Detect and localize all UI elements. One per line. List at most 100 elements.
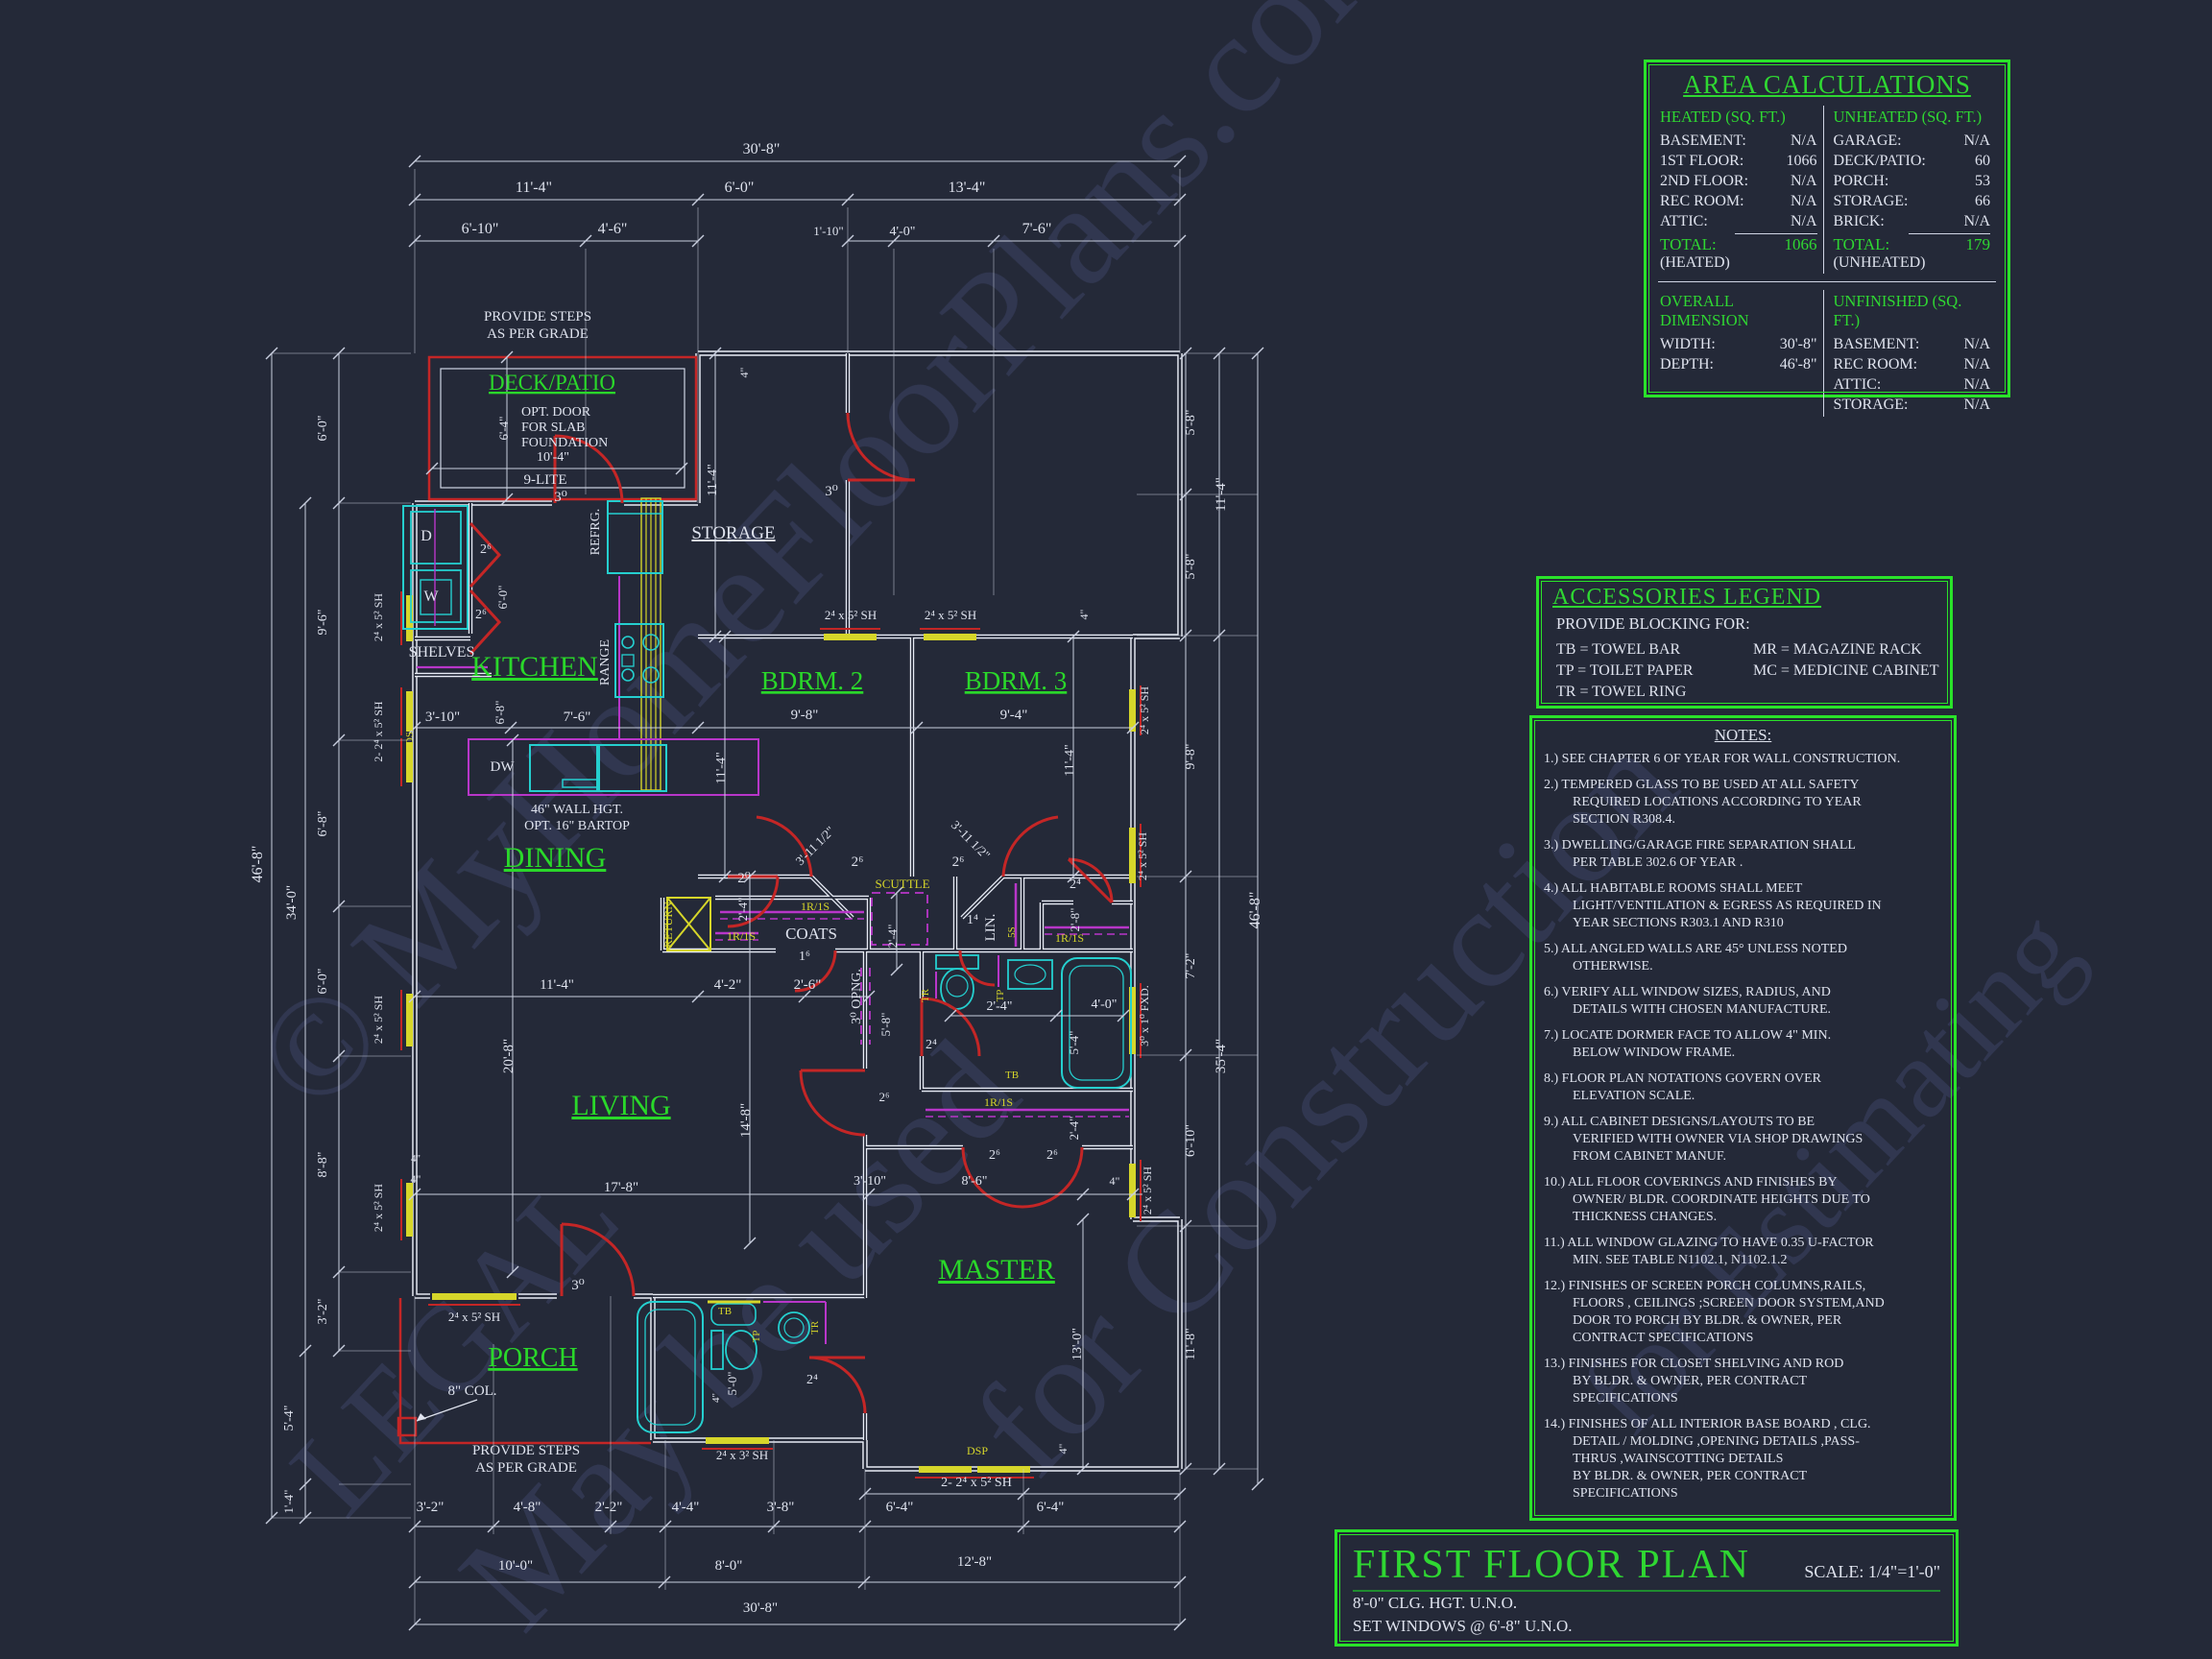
plan-annotation: 1R/1S [801,900,830,913]
plan-annotation: 3'-10" [854,1174,886,1189]
plan-annotation: 4" [710,1393,722,1403]
heated-total-value: 1066 [1784,235,1817,253]
table-row: ATTIC:N/A [1660,213,1817,229]
plan-annotation: 6'-4" [1037,1500,1065,1515]
plan-annotation: W [423,589,439,605]
unfinished-header: UNFINISHED (SQ. FT.) [1833,292,1962,329]
plan-annotation: 4'-4" [672,1500,700,1515]
room-label: PORCH [488,1343,577,1373]
window-set-note: SET WINDOWS @ 6'-8" U.N.O. [1353,1617,1573,1635]
plan-annotation: TP [995,990,1006,1002]
note-item: 13.) FINISHES FOR CLOSET SHELVING AND RO… [1544,1357,1844,1406]
plan-annotation: 4" [1110,1174,1120,1188]
note-item: 5.) ALL ANGLED WALLS ARE 45° UNLESS NOTE… [1544,942,1847,974]
note-item: 6.) VERIFY ALL WINDOW SIZES, RADIUS, AND… [1544,985,1832,1017]
legend-item: TP = TOILET PAPER [1556,662,1694,679]
plan-annotation: 3⁰ [554,490,567,505]
plan-annotation: 5'-8" [878,1013,893,1037]
unheated-total-sub: (UNHEATED) [1833,254,1926,271]
plan-annotation: 2⁴ x 5² SH [372,593,385,641]
plan-annotation: 3⁰ [571,1278,585,1293]
plan-annotation: 34'-0" [284,885,300,920]
plan-annotation: TP [751,1331,762,1343]
plan-annotation: 2⁴ x 3² SH [716,1448,768,1462]
plan-annotation: TR [809,1320,821,1334]
plan-annotation: 4" [411,1172,421,1186]
table-row: 2ND FLOOR:N/A [1660,173,1817,189]
overall-rows: WIDTH:30'-8"DEPTH:46'-8" [1660,334,1817,374]
plan-annotation: 4'-0" [1092,998,1118,1012]
plan-annotation: 11'-4" [714,752,729,783]
plan-annotation: TR [920,988,931,1002]
note-item: 14.) FINISHES OF ALL INTERIOR BASE BOARD… [1544,1417,1871,1501]
plan-annotation: 2'-4" [885,925,900,949]
plan-annotation: SHELVES [409,644,475,661]
plan-annotation: 13'-0" [1070,1328,1085,1360]
plan-annotation: 1R/1S [1055,931,1084,945]
plan-annotation: 2⁴ x 5² SH [925,608,976,622]
plan-annotation: 11'-4" [1214,477,1229,512]
table-row: DEPTH:46'-8" [1660,356,1817,373]
plan-annotation: 6'-8" [316,811,330,837]
plan-annotation: RANGE [598,639,613,685]
plan-annotation: 1R/1S [984,1095,1013,1109]
plan-annotation: 5S [1006,926,1018,938]
table-row: BASEMENT:N/A [1660,132,1817,149]
plan-annotation: 10'-0" [498,1558,533,1574]
plan-annotation: 5'-0" [725,1372,739,1396]
plan-annotation: 2⁴ x 5² SH [372,1184,385,1232]
plan-annotation: 2⁶ [475,608,487,622]
room-label: DECK/PATIO [489,371,615,395]
area-calculations-title: AREA CALCULATIONS [1683,70,1971,99]
note-item: 12.) FINISHES OF SCREEN PORCH COLUMNS,RA… [1544,1279,1885,1345]
room-label: BDRM. 2 [761,666,864,695]
plan-annotation: 13'-4" [949,180,986,196]
plan-annotation: 6'-0" [316,969,330,995]
plan-annotation: 3'-10" [425,709,460,725]
plan-annotation: 1'-10" [813,224,843,238]
plan-annotation: 11'-4" [706,464,720,495]
plan-annotation: 4'-0" [890,225,916,239]
legend-item: TR = TOWEL RING [1556,684,1687,700]
unheated-total-label: TOTAL: [1833,235,1890,253]
title-block: FIRST FLOOR PLAN SCALE: 1/4"=1'-0" 8'-0"… [1334,1529,1959,1647]
plan-annotation: 3⁰ x 1⁰ FXD. [1138,985,1151,1046]
notes-list: 1.) SEE CHAPTER 6 OF YEAR FOR WALL CONST… [1532,751,1954,1503]
plan-annotation: DSP [404,726,416,745]
plan-annotation: 4" [411,1153,421,1165]
plan-annotation: 7'-6" [1022,221,1052,237]
note-item: 8.) FLOOR PLAN NOTATIONS GOVERN OVER ELE… [1544,1071,1821,1103]
notes-panel: NOTES: 1.) SEE CHAPTER 6 OF YEAR FOR WAL… [1529,715,1957,1521]
plan-annotation: 2'-4" [987,999,1013,1014]
room-label: BDRM. 3 [965,666,1068,695]
plan-annotation: 5'-4" [282,1406,297,1431]
area-calculations-panel: AREA CALCULATIONS HEATED (SQ. FT.) BASEM… [1644,60,2010,417]
room-label: KITCHEN [471,651,598,683]
plan-annotation: 8" COL. [447,1383,496,1399]
plan-annotation: 2'-4" [1067,1117,1081,1141]
plan-annotation: 2'-8" [1068,908,1082,932]
plan-annotation: SCUTTLE [875,877,929,891]
plan-annotation: 1R/1S [727,929,756,943]
plan-annotation: 9'-8" [791,708,819,723]
plan-annotation: 4" [1056,1443,1070,1454]
note-item: 4.) ALL HABITABLE ROOMS SHALL MEET LIGHT… [1544,881,1882,930]
plan-annotation: 7'-6" [564,709,591,725]
floor-plan-labels: 30'-8"11'-4"6'-0"13'-4"6'-10"4'-6"1'-10"… [250,141,1263,1616]
plan-annotation: OPT. DOOR [521,405,591,420]
plan-annotation: 5'-4" [1067,1031,1081,1055]
plan-annotation: 11'-8" [1184,1328,1198,1359]
drawing-title: FIRST FLOOR PLAN [1353,1543,1750,1587]
table-row: PORCH:53 [1833,173,1991,189]
note-item: 7.) LOCATE DORMER FACE TO ALLOW 4" MIN. … [1544,1028,1832,1060]
accessories-title: ACCESSORIES LEGEND [1552,585,1822,610]
overall-dimension-column: OVERALL DIMENSION WIDTH:30'-8"DEPTH:46'-… [1658,290,1823,417]
table-row: REC ROOM:N/A [1660,193,1817,209]
plan-annotation: 30'-8" [743,1600,778,1616]
plan-annotation: 5'-8" [1184,554,1198,580]
